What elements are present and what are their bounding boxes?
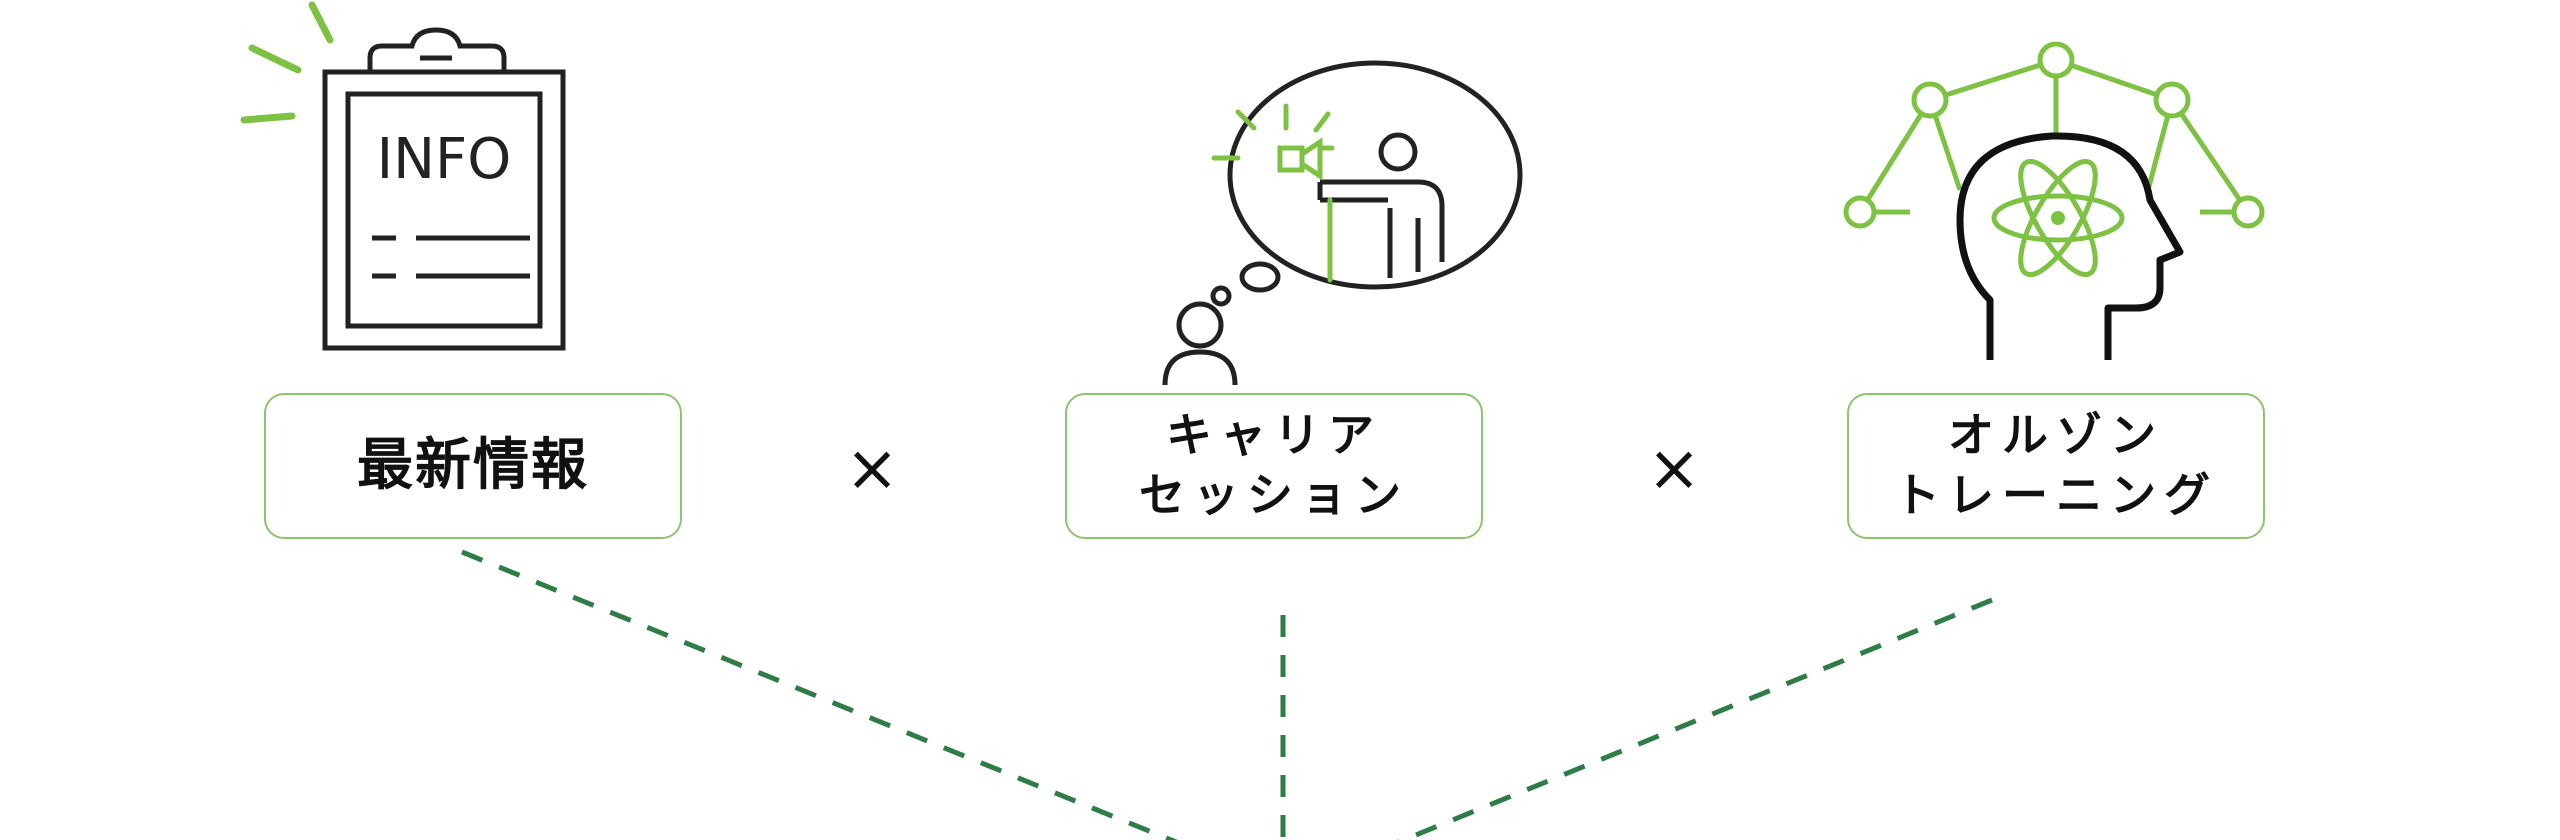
label-orzon-training-line-1: オルゾン [1948,408,2164,463]
clipboard-info-text: INFO [377,127,512,192]
head-atom-network-icon [1843,41,2265,360]
thought-bubble-presentation-icon [1162,60,1523,386]
label-career-session-line-1: キャリア [1166,408,1382,463]
label-latest-info: 最新情報 [264,393,682,539]
label-career-session-line-2: セッション [1139,468,1409,522]
clipboard-info-icon: INFO [240,1,566,351]
times-operator-1: × [845,432,899,506]
connector-right [1396,597,1993,840]
label-orzon-training-line-2: トレーニング [1894,468,2218,522]
connector-left [461,549,1178,840]
label-latest-info-text: 最新情報 [357,432,589,498]
label-career-session: キャリア セッション [1065,393,1483,539]
label-orzon-training: オルゾン トレーニング [1847,393,2265,539]
times-operator-2: × [1647,432,1701,506]
